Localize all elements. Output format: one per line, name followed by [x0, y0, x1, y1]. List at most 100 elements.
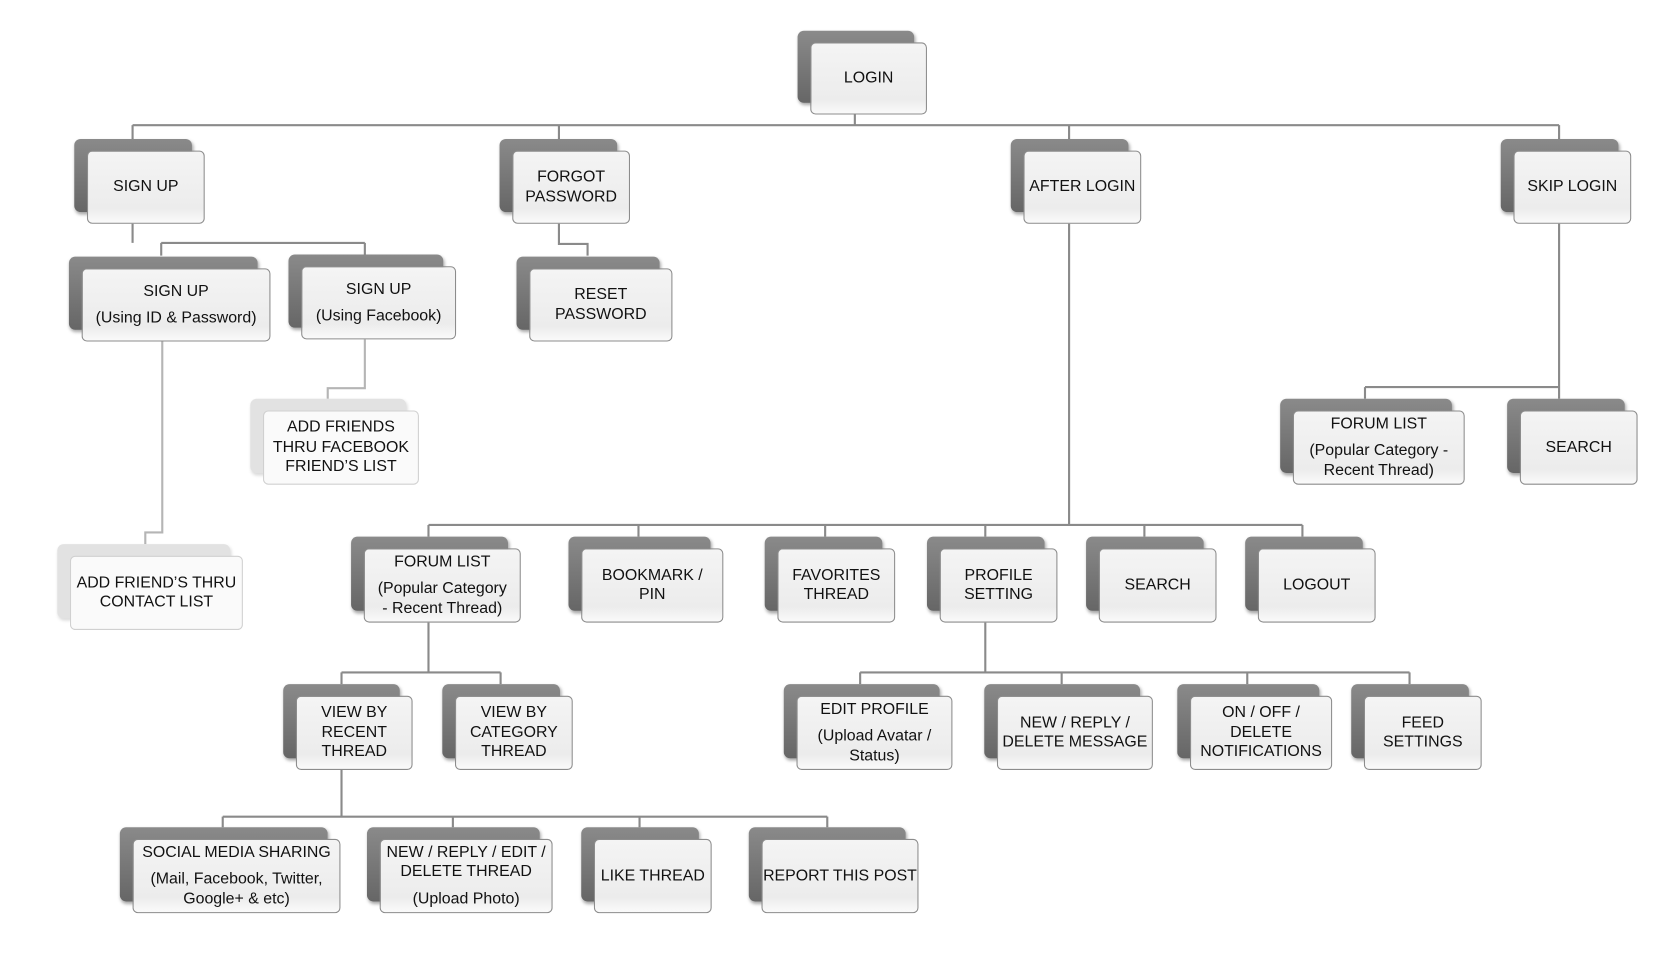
node-sublabel-line: Recent Thread) — [1323, 461, 1434, 480]
node-label: DELETE — [1230, 723, 1292, 742]
node-label: SKIP LOGIN — [1527, 177, 1618, 196]
node-label: THREAD — [803, 585, 869, 604]
connector — [340, 622, 502, 685]
node-label: FORGOT — [537, 167, 606, 186]
node-message: NEW / REPLY /DELETE MESSAGE — [984, 684, 1153, 770]
node-label: RECENT — [321, 723, 387, 742]
node-edit-profile: EDIT PROFILE (Upload Avatar /Status) — [783, 684, 953, 770]
node-sublabel-line: (Mail, Facebook, Twitter, — [150, 869, 323, 888]
node-sublabel-line: Status) — [849, 746, 900, 765]
node-box: SKIP LOGIN — [1513, 150, 1632, 224]
connector — [131, 223, 366, 256]
node-login: LOGIN — [797, 30, 927, 115]
node-label: BOOKMARK / — [601, 565, 703, 584]
node-label: FRIEND’S LIST — [285, 457, 397, 476]
node-sublabel: (Using ID & Password) — [96, 309, 257, 329]
node-label: NEW / REPLY / — [1019, 713, 1130, 732]
node-sign-up-facebook: SIGN UP (Using Facebook) — [288, 254, 457, 340]
node-sublabel: (Upload Avatar /Status) — [818, 727, 932, 766]
connector — [1363, 223, 1561, 399]
node-box: LIKE THREAD — [593, 838, 712, 914]
node-label: VIEW BY — [480, 703, 548, 722]
node-sublabel: (Popular Category- Recent Thread) — [378, 579, 507, 618]
node-label: SOCIAL MEDIA SHARING — [142, 842, 331, 861]
node-label: ADD FRIENDS — [287, 418, 395, 437]
node-label: FORUM LIST — [1330, 414, 1427, 433]
node-label: PROFILE — [964, 565, 1033, 584]
node-label: LOGOUT — [1283, 575, 1351, 594]
node-box: REPORT THIS POST — [761, 838, 919, 914]
node-skip-forum-list: FORUM LIST (Popular Category -Recent Thre… — [1280, 398, 1465, 485]
node-label: FORUM LIST — [394, 552, 491, 571]
node-sublabel-line: (Using Facebook) — [315, 306, 442, 325]
connector — [427, 223, 1304, 537]
node-label: ADD FRIEND’S THRU — [76, 573, 237, 592]
node-box: SIGN UP(Using ID & Password) — [81, 268, 271, 342]
node-label: PASSWORD — [525, 187, 617, 206]
node-bookmark-pin: BOOKMARK /PIN — [568, 536, 724, 623]
node-report-post: REPORT THIS POST — [748, 827, 919, 914]
node-sign-up: SIGN UP — [74, 138, 205, 224]
node-box: SIGN UP (Using Facebook) — [301, 266, 457, 340]
node-box: NEW / REPLY /DELETE MESSAGE — [996, 695, 1153, 770]
node-skip-login: SKIP LOGIN — [1500, 138, 1632, 224]
node-search: SEARCH — [1086, 536, 1217, 623]
node-label: SETTING — [964, 585, 1034, 604]
node-box: NEW / REPLY / EDIT /DELETE THREAD(Upload… — [379, 838, 553, 914]
node-label: DELETE MESSAGE — [1002, 732, 1148, 751]
node-label: THREAD — [321, 742, 387, 761]
node-forum-list: FORUM LIST (Popular Category- Recent Thre… — [351, 536, 521, 623]
connector — [131, 114, 1561, 139]
node-label: LOGIN — [843, 68, 894, 87]
node-box: SEARCH — [1519, 410, 1638, 485]
node-sublabel-line: (Popular Category — [377, 579, 507, 598]
node-sublabel: (Using Facebook) — [316, 307, 442, 327]
node-label: NEW / REPLY / EDIT / — [386, 842, 546, 861]
connector — [859, 622, 1411, 685]
node-sublabel-line: Google+ & etc) — [183, 889, 290, 908]
node-label: DELETE THREAD — [400, 862, 532, 881]
connector — [221, 769, 829, 828]
connector — [144, 341, 164, 545]
node-sublabel-line: - Recent Thread) — [382, 598, 503, 618]
node-box: FORUM LIST (Popular Category- Recent Thre… — [363, 548, 521, 623]
node-label: VIEW BY — [321, 703, 388, 722]
node-box: LOGIN — [810, 42, 927, 115]
node-label: ON / OFF / — [1222, 703, 1300, 722]
node-label: CATEGORY — [469, 723, 558, 742]
node-skip-search: SEARCH — [1507, 398, 1638, 485]
node-sublabel-line: (Popular Category - — [1309, 441, 1449, 460]
node-box: SIGN UP — [86, 150, 205, 224]
node-label: EDIT PROFILE — [820, 699, 929, 718]
node-sublabel: (Mail, Facebook, Twitter,Google+ & etc) — [150, 870, 322, 909]
node-thread-actions: NEW / REPLY / EDIT /DELETE THREAD(Upload… — [366, 827, 553, 914]
node-label: SETTINGS — [1383, 732, 1463, 751]
node-box: AFTER LOGIN — [1023, 150, 1142, 224]
node-label: SEARCH — [1545, 437, 1612, 456]
node-box: SOCIAL MEDIA SHARING (Mail, Facebook, Twi… — [132, 838, 341, 914]
node-label: SIGN UP — [345, 279, 412, 298]
node-label: AFTER LOGIN — [1029, 177, 1136, 196]
node-label: THREAD — [481, 742, 547, 761]
node-sublabel-line: (Upload Avatar / — [817, 726, 932, 745]
node-label: CONTACT LIST — [99, 592, 214, 611]
